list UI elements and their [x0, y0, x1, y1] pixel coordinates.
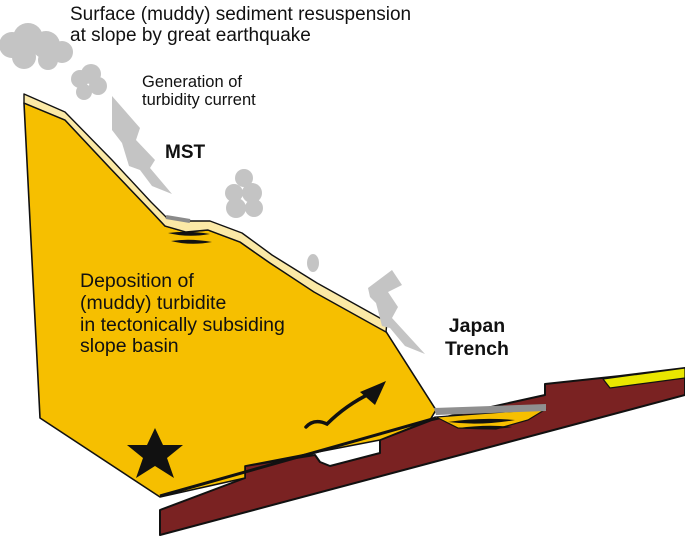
sediment-clouds: [0, 23, 319, 272]
turbidity-arrow-upper: [112, 96, 172, 194]
trench-fill: [433, 404, 547, 430]
turbidity-arrow-lower: [368, 270, 425, 354]
resuspension-label: Surface (muddy) sediment resuspension at…: [70, 4, 412, 47]
turbidity-current-arrows: [112, 96, 425, 354]
cloud-top-left: [0, 23, 73, 70]
trench-sediment-strip: [601, 367, 685, 389]
cloud-upper-slope: [71, 64, 107, 100]
decollement-line: [159, 416, 437, 498]
trench-gray-layer: [434, 404, 546, 415]
curved-arrow-icon: [304, 381, 386, 429]
slope-basin-turbidite: [168, 231, 212, 244]
japan-trench-label: Japan Trench: [445, 315, 509, 361]
star-icon: [127, 428, 183, 478]
mst-label: MST: [165, 142, 206, 163]
surface-sediment-layer: [23, 93, 388, 333]
cloud-small: [307, 254, 319, 272]
turbidity-label: Generation of turbidity current: [142, 73, 256, 110]
deposition-label: Deposition of (muddy) turbidite in tecto…: [80, 270, 285, 358]
mst-gray-layer: [165, 215, 191, 223]
slope-body-group: [23, 93, 437, 498]
cloud-mid-slope: [225, 169, 263, 218]
